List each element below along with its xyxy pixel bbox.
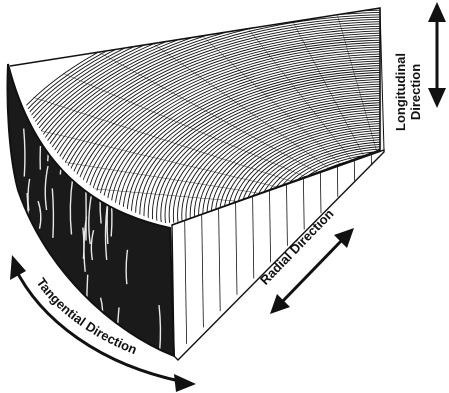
label-longitudinal-direction: Direction xyxy=(408,64,423,120)
growth-ring xyxy=(346,188,414,217)
arrowhead-up-icon xyxy=(428,2,446,22)
growth-ring xyxy=(354,192,410,216)
growth-ring xyxy=(375,204,402,216)
arrowhead-down-icon xyxy=(428,88,446,108)
growth-ring xyxy=(341,186,414,217)
bark-mark xyxy=(29,310,31,333)
growth-ring xyxy=(358,195,408,217)
growth-ring xyxy=(371,202,404,216)
growth-ring xyxy=(362,197,407,216)
arrowhead-tangential-end-icon xyxy=(174,374,196,392)
label-longitudinal: Longitudinal xyxy=(393,53,408,131)
growth-ring xyxy=(350,190,412,216)
longitudinal-arrow xyxy=(428,2,446,108)
growth-ring xyxy=(367,199,406,216)
bark-mark xyxy=(57,329,60,363)
